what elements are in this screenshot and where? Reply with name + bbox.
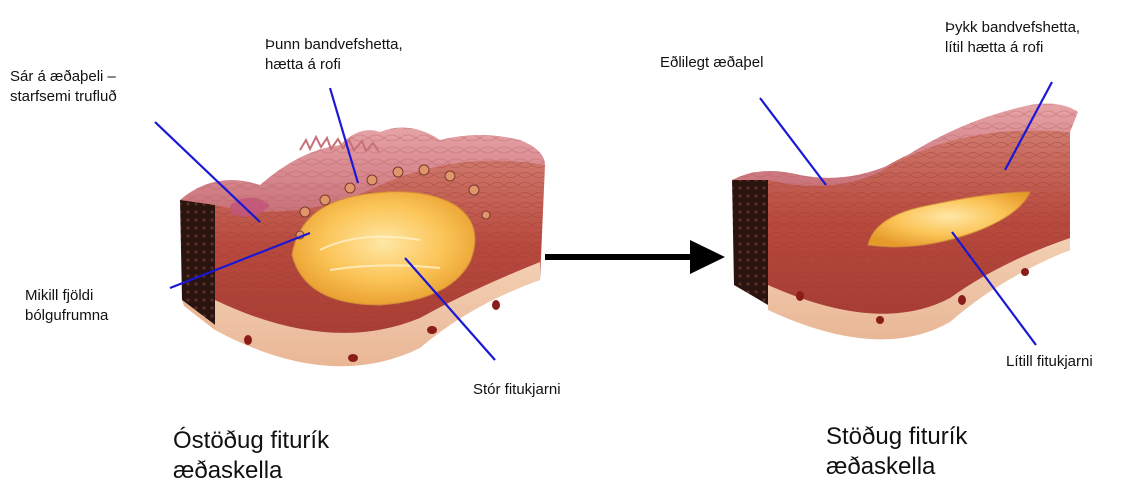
label-inflammatory-cells: Mikill fjöldi bólgufrumna — [25, 286, 108, 326]
label-endothelial-lesion: Sár á æðaþeli – starfsemi trufluð — [10, 67, 117, 107]
caption-unstable-plaque: Óstöðug fiturík æðaskella — [173, 426, 329, 486]
label-line: Mikill fjöldi — [25, 286, 108, 306]
label-line: Þykk bandvefshetta, — [945, 18, 1080, 38]
caption-line: Óstöðug fiturík — [173, 426, 329, 456]
label-thin-cap: Þunn bandvefshetta, hætta á rofi — [265, 35, 403, 75]
label-thick-cap: Þykk bandvefshetta, lítil hætta á rofi — [945, 18, 1080, 58]
label-normal-endothelium: Eðlilegt æðaþel — [660, 53, 763, 73]
label-line: hætta á rofi — [265, 55, 403, 75]
label-line: bólgufrumna — [25, 306, 108, 326]
label-line: lítil hætta á rofi — [945, 38, 1080, 58]
caption-stable-plaque: Stöðug fiturík æðaskella — [826, 422, 967, 482]
stable-plaque-illustration — [732, 104, 1078, 340]
stable-cross-section — [732, 178, 768, 305]
caption-line: æðaskella — [826, 452, 967, 482]
label-line: Sár á æðaþeli – — [10, 67, 117, 87]
caption-line: Stöðug fiturík — [826, 422, 967, 452]
progression-arrow — [545, 240, 725, 274]
caption-line: æðaskella — [173, 456, 329, 486]
unstable-plaque-illustration — [180, 128, 545, 367]
label-small-lipid-core: Lítill fitukjarni — [1006, 352, 1093, 372]
label-line: starfsemi trufluð — [10, 87, 117, 107]
label-line: Þunn bandvefshetta, — [265, 35, 403, 55]
label-large-lipid-core: Stór fitukjarni — [473, 380, 561, 400]
